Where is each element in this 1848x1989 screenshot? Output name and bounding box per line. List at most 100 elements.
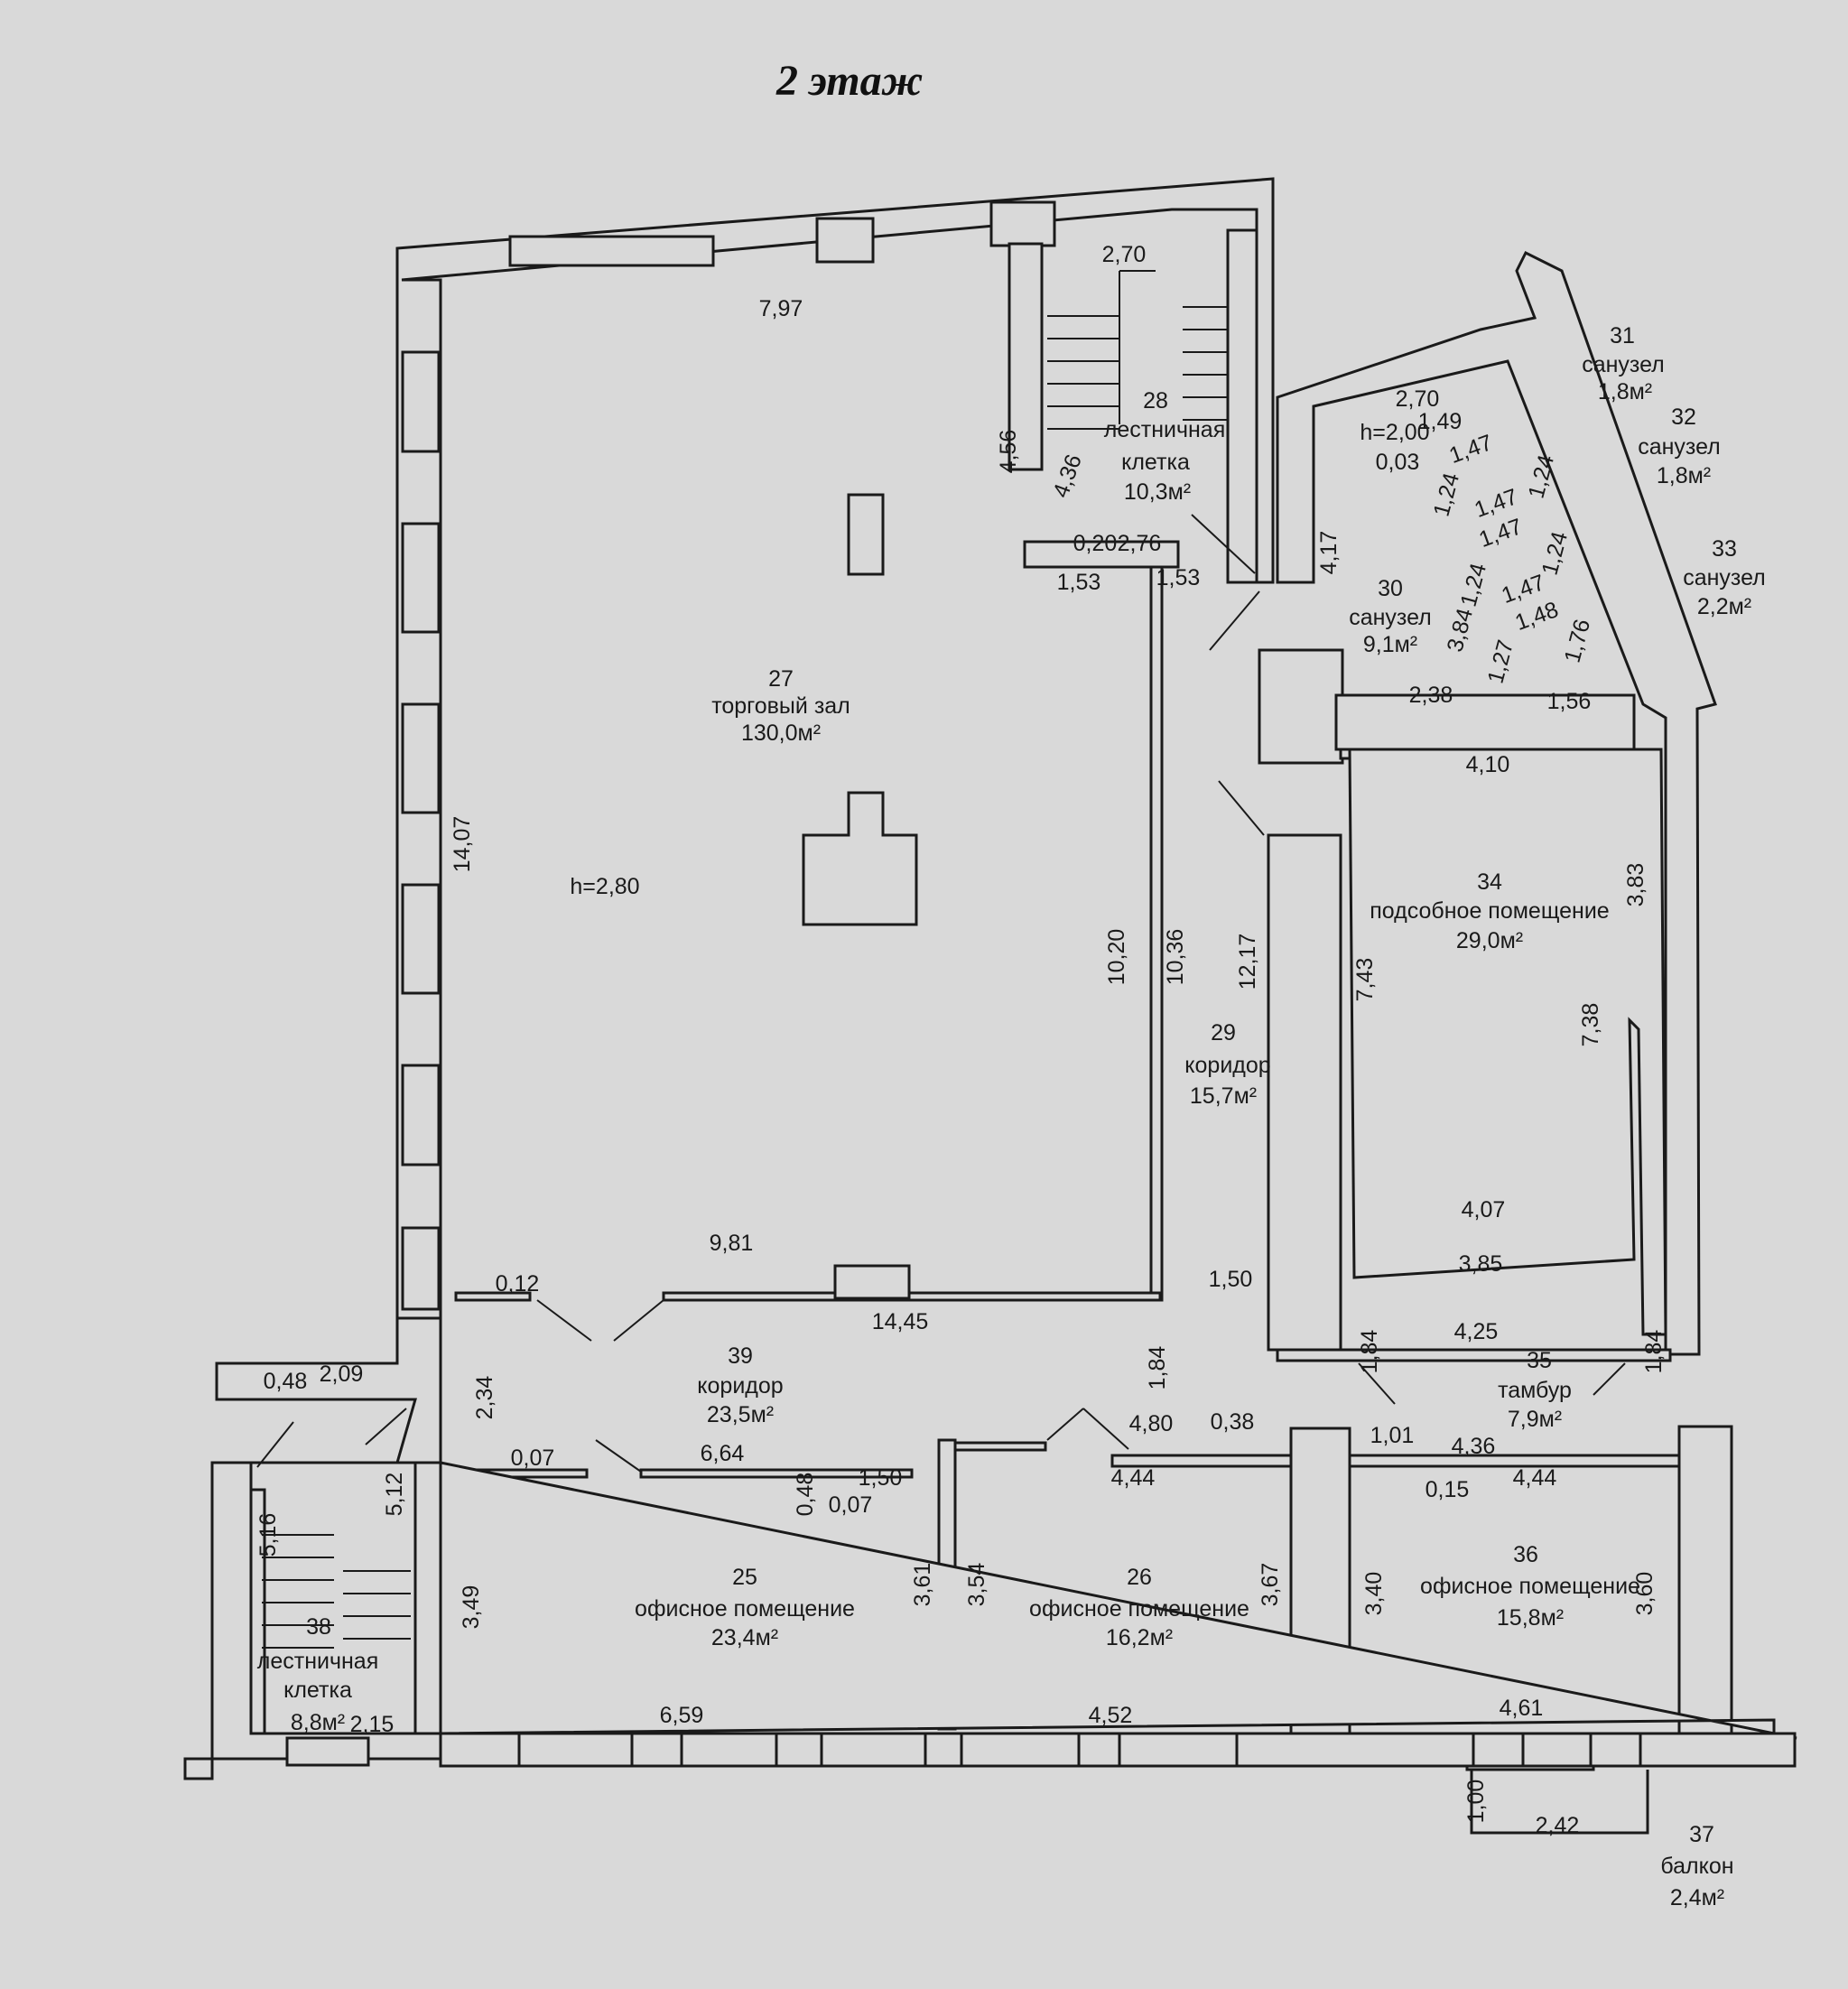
room-area: 23,5м² (707, 1402, 774, 1427)
dim: 1,27 (1482, 637, 1518, 686)
walls (183, 177, 1797, 1835)
room-area: 16,2м² (1106, 1625, 1173, 1650)
room-number: 30 (1378, 576, 1403, 601)
dim: 2,09 (320, 1362, 364, 1387)
dim: 3,60 (1632, 1572, 1658, 1616)
window (508, 235, 715, 267)
room-area: 9,1м² (1363, 632, 1417, 657)
room-number: 32 (1671, 404, 1696, 430)
room-area: 1,8м² (1657, 463, 1711, 488)
dim: 4,10 (1466, 752, 1510, 777)
stairs (256, 270, 1626, 1649)
dim: 0,48 (264, 1369, 308, 1394)
labels: 7,97 2,70 4,56 4,36 0,20 2,76 1,53 1,53 … (255, 242, 1766, 1910)
height-label-wc: h=2,00 (1360, 420, 1429, 445)
dim: 4,25 (1454, 1319, 1499, 1344)
dim: 1,76 (1559, 617, 1595, 665)
dim: 2,38 (1409, 683, 1453, 708)
room-name: санузел (1683, 565, 1766, 590)
room-name: клетка (283, 1678, 352, 1703)
dim: 6,59 (660, 1703, 704, 1728)
dim: 4,44 (1111, 1465, 1156, 1491)
dim: 5,16 (255, 1513, 281, 1557)
dim: 7,97 (759, 296, 803, 321)
dim: 4,36 (1452, 1434, 1496, 1459)
room-name: офисное помещение (635, 1596, 855, 1622)
room-area: 130,0м² (741, 720, 821, 746)
room-area: 2,4м² (1670, 1885, 1724, 1910)
dim: 10,36 (1163, 929, 1188, 986)
room-number: 28 (1143, 388, 1168, 414)
partition (833, 1264, 911, 1300)
dim: 0,07 (829, 1492, 873, 1518)
room-number: 37 (1689, 1822, 1714, 1847)
dim: 1,53 (1057, 570, 1101, 595)
partition (1110, 1454, 1293, 1468)
window (285, 1736, 370, 1767)
room-area: 29,0м² (1456, 928, 1523, 953)
window (517, 1732, 634, 1768)
dim: 3,40 (1361, 1572, 1387, 1616)
outer-wall (1276, 250, 1717, 1356)
room-name: клетка (1121, 450, 1190, 475)
dim: 7,43 (1352, 958, 1378, 1002)
dim: 4,52 (1089, 1703, 1133, 1728)
room-number: 39 (728, 1343, 753, 1369)
window (1589, 1732, 1642, 1768)
dim: 1,50 (1209, 1267, 1253, 1292)
room-name: санузел (1349, 605, 1432, 630)
dim: 2,15 (350, 1712, 395, 1737)
dim: 2,34 (472, 1376, 497, 1420)
dim: 4,80 (1129, 1411, 1174, 1436)
dim: 1,24 (1537, 529, 1573, 578)
dim: 3,67 (1258, 1563, 1283, 1607)
bottom-wall (439, 1732, 1797, 1768)
dim: 4,61 (1500, 1696, 1544, 1721)
window (401, 1226, 441, 1311)
dim: 1,84 (1641, 1330, 1667, 1374)
dim: 4,07 (1462, 1197, 1506, 1222)
stair-wall (1226, 228, 1258, 584)
room-number: 36 (1513, 1542, 1538, 1567)
dim: 2,70 (1396, 386, 1440, 412)
partition (662, 1291, 1162, 1302)
dim: 10,20 (1104, 929, 1129, 986)
room-name: балкон (1660, 1854, 1733, 1879)
dim: 0,03 (1376, 450, 1420, 475)
dim: 4,44 (1513, 1465, 1557, 1491)
room-name: лестничная (257, 1649, 379, 1674)
dim: 3,49 (459, 1585, 484, 1630)
room-area: 15,8м² (1497, 1605, 1564, 1631)
room-area: 23,4м² (711, 1625, 778, 1650)
dim: 1,84 (1357, 1330, 1382, 1374)
dim: 14,07 (450, 816, 475, 873)
dim: 1,50 (859, 1465, 903, 1491)
dim: 1,49 (1418, 409, 1463, 434)
dim: 0,48 (793, 1473, 818, 1517)
stair-wall (1008, 242, 1044, 471)
room-number: 35 (1527, 1348, 1552, 1373)
room-area: 7,9м² (1508, 1407, 1562, 1432)
room-name: коридор (1184, 1053, 1270, 1078)
room-name: коридор (697, 1373, 783, 1399)
room-number: 27 (768, 666, 794, 692)
room-number: 38 (306, 1614, 331, 1640)
dim: 3,54 (964, 1563, 989, 1607)
window (815, 217, 875, 264)
stair-steps (262, 1534, 411, 1649)
window (401, 1064, 441, 1166)
partition (1348, 1454, 1681, 1468)
partition (1276, 1348, 1672, 1362)
room-name: офисное помещение (1420, 1574, 1640, 1599)
partition (1023, 540, 1180, 569)
room-area: 2,2м² (1697, 594, 1751, 619)
room-number: 25 (732, 1565, 757, 1590)
dim: 1,24 (1428, 470, 1464, 519)
dim: 0,38 (1211, 1409, 1255, 1435)
dim: 9,81 (710, 1231, 754, 1256)
room-area: 8,8м² (291, 1710, 345, 1735)
window (401, 522, 441, 634)
dim: 1,24 (1523, 452, 1559, 501)
dim: 4,17 (1316, 531, 1342, 575)
